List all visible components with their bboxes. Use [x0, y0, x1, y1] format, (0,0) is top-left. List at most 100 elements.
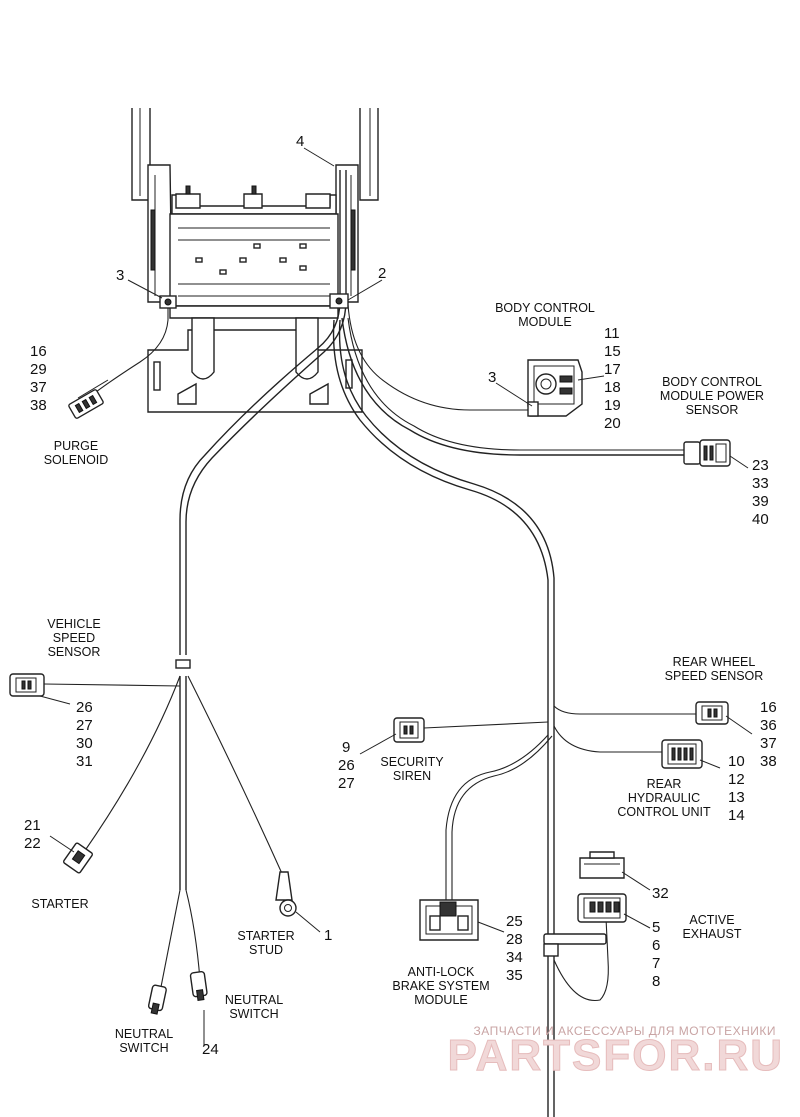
component-labels: BODY CONTROL MODULE BODY CONTROL MODULE …	[31, 301, 764, 1055]
starter-stud-terminal	[275, 871, 297, 917]
watermark-tagline: ЗАПЧАСТИ И АКСЕССУАРЫ ДЛЯ МОТОТЕХНИКИ	[474, 1024, 776, 1038]
label-neutral-right-2: SWITCH	[229, 1007, 278, 1021]
active-exhaust-cap	[579, 851, 625, 879]
callout-hcu-1: 10	[728, 753, 745, 770]
label-neutral-left-2: SWITCH	[119, 1041, 168, 1055]
callout-rwss-1: 16	[760, 699, 777, 716]
callout-vss-3: 30	[76, 735, 93, 752]
label-abs-2: BRAKE SYSTEM	[392, 979, 489, 993]
label-bcm-1: BODY CONTROL	[495, 301, 595, 315]
bcm-power-sensor-connector	[683, 439, 731, 467]
callout-abs-4: 35	[506, 967, 523, 984]
callout-purge-4: 38	[30, 397, 47, 414]
label-vss-2: SPEED	[53, 631, 95, 645]
callout-bcmps-4: 40	[752, 511, 769, 528]
label-abs-3: MODULE	[414, 993, 467, 1007]
callout-bcm-2: 15	[604, 343, 621, 360]
frame-bracket	[131, 108, 379, 413]
callout-bcm-4: 18	[604, 379, 621, 396]
rear-hcu-connector	[661, 739, 703, 769]
callout-abs-3: 34	[506, 949, 523, 966]
callout-numbers: 4 3 2 3 11 15 17 18 19 20 16 29 37 38 23…	[24, 133, 777, 1058]
neutral-switch-terminal-right	[189, 970, 208, 1001]
callout-starter-2: 22	[24, 835, 41, 852]
callout-purge-3: 37	[30, 379, 47, 396]
callout-bcm-1: 11	[604, 325, 620, 342]
callout-clip-left: 3	[116, 267, 124, 284]
callout-purge-1: 16	[30, 343, 47, 360]
clip-left	[159, 295, 177, 309]
callout-siren-2: 26	[338, 757, 355, 774]
label-starter: STARTER	[31, 897, 88, 911]
watermark: ЗАПЧАСТИ И АКСЕССУАРЫ ДЛЯ МОТОТЕХНИКИ PA…	[447, 1024, 783, 1081]
callout-vss-2: 27	[76, 717, 93, 734]
callout-exhaust-1: 5	[652, 919, 660, 936]
callout-bcm-5: 19	[604, 397, 621, 414]
label-starter-stud-1: STARTER	[237, 929, 294, 943]
label-starter-stud-2: STUD	[249, 943, 283, 957]
callout-clip-bcm: 3	[488, 369, 496, 386]
callout-exhaust-cap: 32	[652, 885, 669, 902]
vehicle-speed-sensor-connector	[9, 673, 45, 697]
label-active-exhaust-1: ACTIVE	[689, 913, 734, 927]
callout-clip-right: 2	[378, 265, 386, 282]
callout-rwss-3: 37	[760, 735, 777, 752]
callout-abs-1: 25	[506, 913, 523, 930]
label-siren-2: SIREN	[393, 769, 431, 783]
callout-hcu-2: 12	[728, 771, 745, 788]
label-hcu-2: HYDRAULIC	[628, 791, 700, 805]
clip-right	[329, 293, 349, 309]
callout-bcm-6: 20	[604, 415, 621, 432]
callout-starter-stud: 1	[324, 927, 332, 944]
body-control-module	[527, 359, 583, 417]
label-siren-1: SECURITY	[380, 755, 444, 769]
label-vss-3: SENSOR	[48, 645, 101, 659]
purge-solenoid-connector	[68, 389, 104, 419]
label-purge-1: PURGE	[54, 439, 98, 453]
callout-bcmps-2: 33	[752, 475, 769, 492]
label-rwss-2: SPEED SENSOR	[665, 669, 764, 683]
label-bcm-power-3: SENSOR	[686, 403, 739, 417]
rear-wheel-speed-sensor-connector	[695, 701, 729, 725]
cable-tie-exhaust	[543, 933, 607, 957]
callout-hcu-3: 13	[728, 789, 745, 806]
active-exhaust-connector	[577, 893, 627, 923]
starter-connector	[63, 842, 93, 874]
label-abs-1: ANTI-LOCK	[408, 965, 475, 979]
wiring-harness	[43, 170, 696, 1117]
callout-hcu-4: 14	[728, 807, 745, 824]
callout-exhaust-3: 7	[652, 955, 660, 972]
callout-vss-1: 26	[76, 699, 93, 716]
callout-purge-2: 29	[30, 361, 47, 378]
label-rwss-1: REAR WHEEL	[673, 655, 756, 669]
label-purge-2: SOLENOID	[44, 453, 109, 467]
callout-abs-2: 28	[506, 931, 523, 948]
abs-module-connector	[419, 899, 479, 941]
label-active-exhaust-2: EXHAUST	[682, 927, 741, 941]
label-bcm-power-2: MODULE POWER	[660, 389, 764, 403]
neutral-switch-terminal-left	[147, 984, 167, 1015]
callout-siren-3: 27	[338, 775, 355, 792]
label-hcu-1: REAR	[647, 777, 682, 791]
callout-siren-1: 9	[342, 739, 350, 756]
callout-rwss-4: 38	[760, 753, 777, 770]
callout-bcm-3: 17	[604, 361, 621, 378]
security-siren-connector	[393, 717, 425, 743]
label-neutral-right-1: NEUTRAL	[225, 993, 283, 1007]
label-neutral-left-1: NEUTRAL	[115, 1027, 173, 1041]
label-bcm-power-1: BODY CONTROL	[662, 375, 762, 389]
callout-starter-1: 21	[24, 817, 41, 834]
label-bcm-2: MODULE	[518, 315, 571, 329]
callout-frame: 4	[296, 133, 304, 150]
label-hcu-3: CONTROL UNIT	[617, 805, 711, 819]
callout-bcmps-3: 39	[752, 493, 769, 510]
leader-lines	[39, 147, 753, 1046]
callout-vss-4: 31	[76, 753, 93, 770]
callout-exhaust-2: 6	[652, 937, 660, 954]
callout-exhaust-4: 8	[652, 973, 660, 990]
callout-bcmps-1: 23	[752, 457, 769, 474]
callout-rwss-2: 36	[760, 717, 777, 734]
callout-neutral-switch: 24	[202, 1041, 219, 1058]
label-vss-1: VEHICLE	[47, 617, 101, 631]
